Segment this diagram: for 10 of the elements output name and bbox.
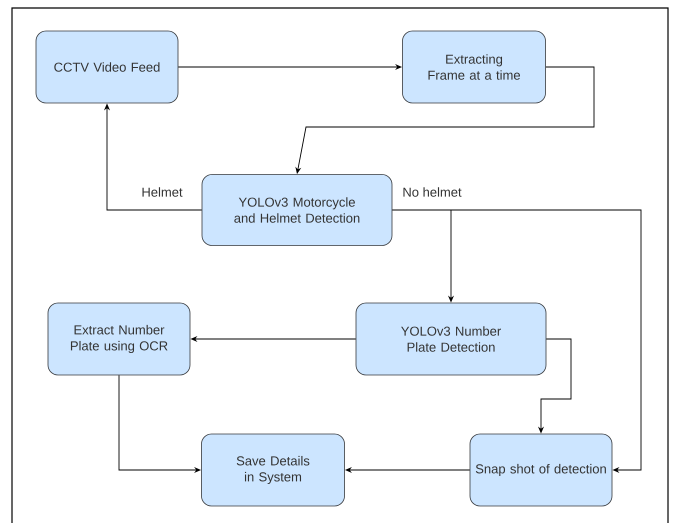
- process-box: YOLOv3 Number Plate Detection: [356, 302, 546, 376]
- process-box: Snap shot of detection: [470, 434, 612, 506]
- edge-label: No helmet: [401, 186, 463, 198]
- process-box: YOLOv3 Motorcycle and Helmet Detection: [202, 174, 392, 246]
- edge-label: Helmet: [140, 186, 184, 198]
- process-box: Extract Number Plate using OCR: [48, 302, 190, 376]
- process-box: Extracting Frame at a time: [402, 30, 546, 104]
- arrow: [392, 210, 642, 474]
- process-box: Save Details in System: [201, 434, 345, 506]
- process-box: CCTV Video Feed: [36, 30, 178, 104]
